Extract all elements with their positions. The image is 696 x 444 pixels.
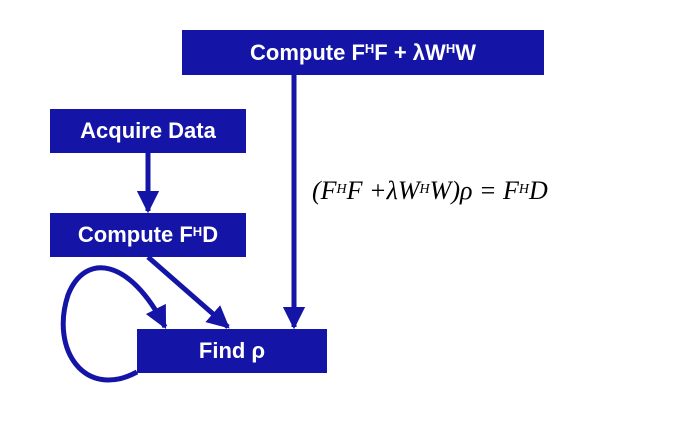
eq-open: (F: [312, 176, 337, 205]
acquire-data-box: Acquire Data: [50, 109, 246, 153]
top-box-sup1: H: [364, 41, 375, 56]
loop-arrow: [60, 265, 168, 383]
acquire-label: Acquire Data: [80, 118, 216, 143]
top-box-suffix: W: [455, 39, 476, 65]
arrow-computefd-to-find: [146, 255, 230, 329]
eq-p4: D: [529, 176, 548, 205]
equation: (FHF +λWHW)ρ = FHD: [312, 176, 548, 206]
find-rho-box: Find ρ: [137, 329, 327, 373]
eq-p3: W)ρ = F: [429, 176, 519, 205]
eq-sup1: H: [336, 182, 347, 197]
eq-sup2: H: [419, 182, 430, 197]
computefd-prefix: Compute F: [77, 222, 193, 247]
top-box-prefix: Compute F: [250, 39, 365, 65]
top-box-mid: F + λW: [374, 39, 446, 65]
eq-p2: F +λW: [346, 176, 420, 205]
top-box-sup2: H: [445, 41, 456, 56]
find-label: Find ρ: [198, 338, 266, 363]
computefd-suffix: D: [202, 222, 219, 247]
computefd-sup: H: [192, 223, 203, 239]
eq-sup3: H: [518, 182, 530, 197]
